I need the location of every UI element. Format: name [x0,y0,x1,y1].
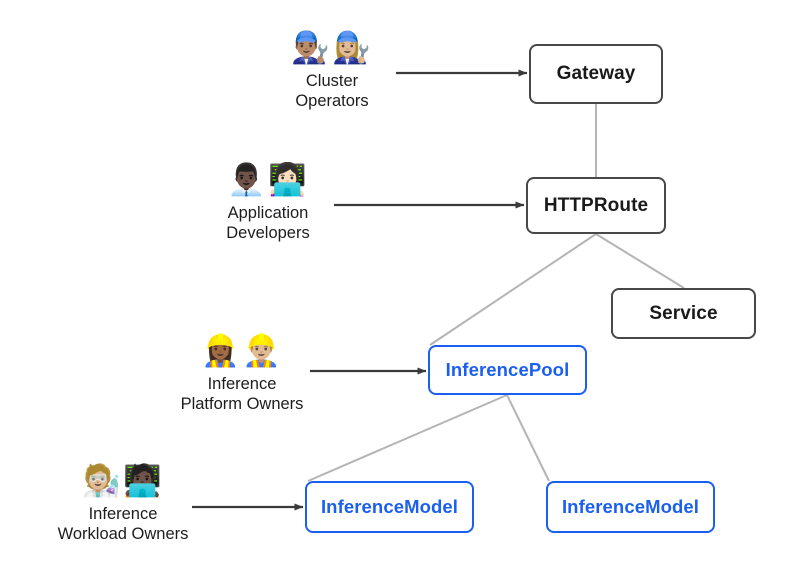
node-inferencemodel1[interactable]: InferenceModel [305,481,474,533]
persona-label-inference-platform-owners: Inference Platform Owners [180,375,304,414]
persona-inference-workload-owners: 🧑🏼‍🔬🧑🏿‍💻 Inference Workload Owners [48,463,198,544]
persona-label-application-developers: Application Developers [226,204,310,243]
node-inferencemodel2[interactable]: InferenceModel [546,481,715,533]
node-httproute[interactable]: HTTPRoute [526,177,666,234]
scientist-and-technologist-emoji: 🧑🏼‍🔬🧑🏿‍💻 [82,463,164,499]
persona-cluster-operators: 👨🏽‍🔧👩🏼‍🔧 Cluster Operators [268,30,396,111]
construction-worker-pair-emoji: 👷🏾‍♀️👷🏼‍♂️ [201,333,283,369]
node-label-inferencemodel1: InferenceModel [320,496,459,517]
node-label-httproute: HTTPRoute [543,194,649,216]
persona-inference-platform-owners: 👷🏾‍♀️👷🏼‍♂️ Inference Platform Owners [168,333,316,414]
persona-label-cluster-operators: Cluster Operators [295,72,369,111]
node-service[interactable]: Service [611,288,756,339]
node-gateway[interactable]: Gateway [529,44,663,104]
node-label-gateway: Gateway [556,63,636,84]
node-label-service: Service [649,302,718,324]
mechanic-pair-emoji: 👨🏽‍🔧👩🏼‍🔧 [291,30,373,66]
node-label-inferencepool: InferencePool [445,359,570,380]
persona-label-inference-workload-owners: Inference Workload Owners [57,505,189,544]
node-label-inferencemodel2: InferenceModel [561,496,700,517]
office-worker-and-technologist-emoji: 👨🏿‍💼👩🏻‍💻 [227,162,309,198]
persona-application-developers: 👨🏿‍💼👩🏻‍💻 Application Developers [204,162,332,243]
node-inferencepool[interactable]: InferencePool [428,345,587,395]
